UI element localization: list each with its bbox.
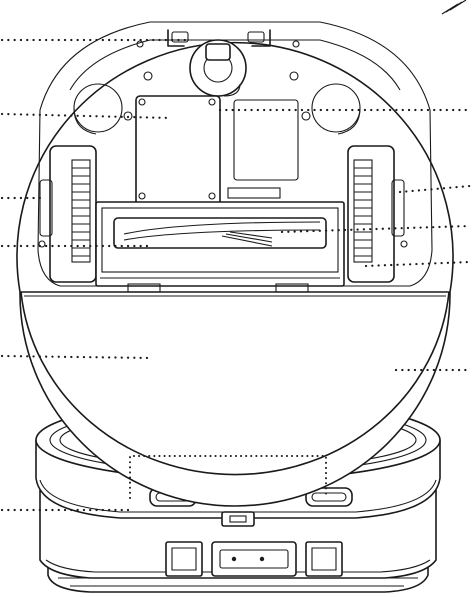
right-drive-wheel <box>347 145 408 283</box>
callout-5 <box>0 354 154 360</box>
charging-contacts <box>211 541 297 577</box>
callout-7 <box>398 184 472 194</box>
callout-8 <box>280 224 472 234</box>
side-brush <box>189 39 247 97</box>
battery-cover <box>135 95 221 207</box>
callout-lines <box>0 38 472 512</box>
left-drive-wheel <box>38 145 97 283</box>
robot-underside <box>16 21 454 507</box>
main-brush <box>95 187 345 293</box>
callout-11-bracket <box>129 455 327 499</box>
